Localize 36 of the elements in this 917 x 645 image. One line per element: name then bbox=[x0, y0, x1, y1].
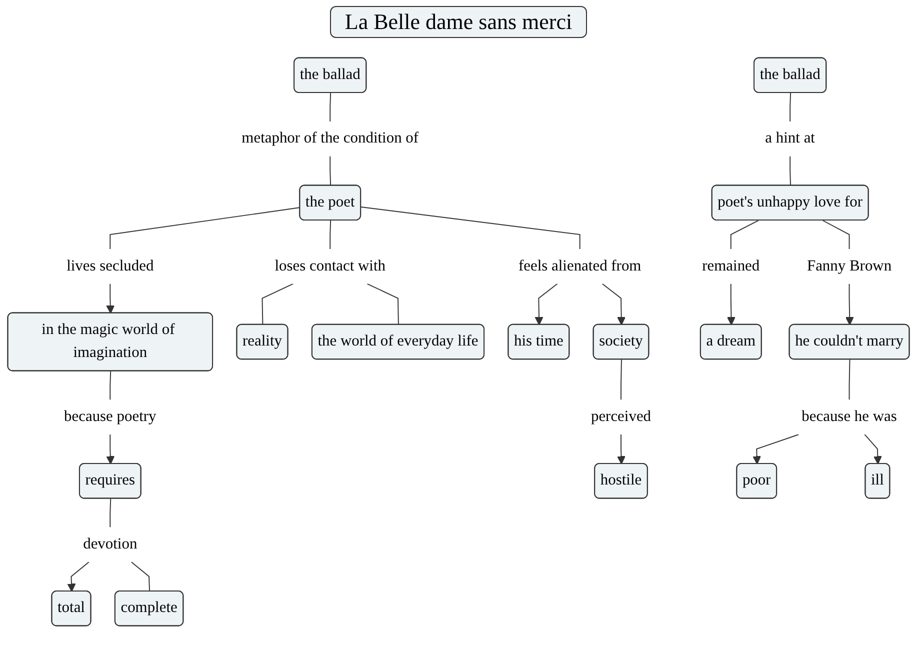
connector bbox=[620, 358, 622, 400]
node-text: because poetry bbox=[64, 408, 156, 425]
connector bbox=[330, 92, 332, 122]
connector bbox=[110, 370, 112, 400]
connector bbox=[730, 220, 759, 250]
node-text: feels alienated from bbox=[518, 257, 642, 274]
arrow bbox=[864, 434, 882, 464]
node-text: a hint at bbox=[765, 130, 815, 146]
arrow bbox=[845, 283, 854, 325]
connector bbox=[790, 92, 792, 122]
node-text: Fanny Brown bbox=[806, 257, 892, 274]
connector bbox=[110, 206, 301, 250]
arrow bbox=[106, 434, 115, 464]
title-box: La Belle dame sans merci bbox=[330, 6, 588, 38]
connector bbox=[110, 498, 112, 528]
arrow bbox=[106, 283, 115, 314]
connector bbox=[360, 206, 580, 250]
connector bbox=[330, 220, 332, 250]
arrow bbox=[616, 434, 626, 464]
node-text: loses contact with bbox=[274, 257, 386, 274]
connector bbox=[848, 358, 850, 400]
arrow bbox=[534, 283, 558, 325]
connector bbox=[130, 561, 150, 592]
node-text: devotion bbox=[83, 536, 138, 552]
connector bbox=[330, 156, 332, 186]
node-text: because he was bbox=[802, 408, 897, 425]
arrow bbox=[602, 283, 626, 325]
node-text: metaphor of the condition of bbox=[242, 130, 419, 146]
node-text: remained bbox=[702, 257, 760, 274]
node-text: perceived bbox=[590, 408, 652, 425]
arrow bbox=[67, 561, 90, 592]
connector bbox=[790, 156, 792, 186]
arrow bbox=[726, 283, 736, 325]
arrow bbox=[752, 434, 800, 464]
connector bbox=[822, 220, 850, 250]
node-text: lives secluded bbox=[66, 257, 154, 274]
